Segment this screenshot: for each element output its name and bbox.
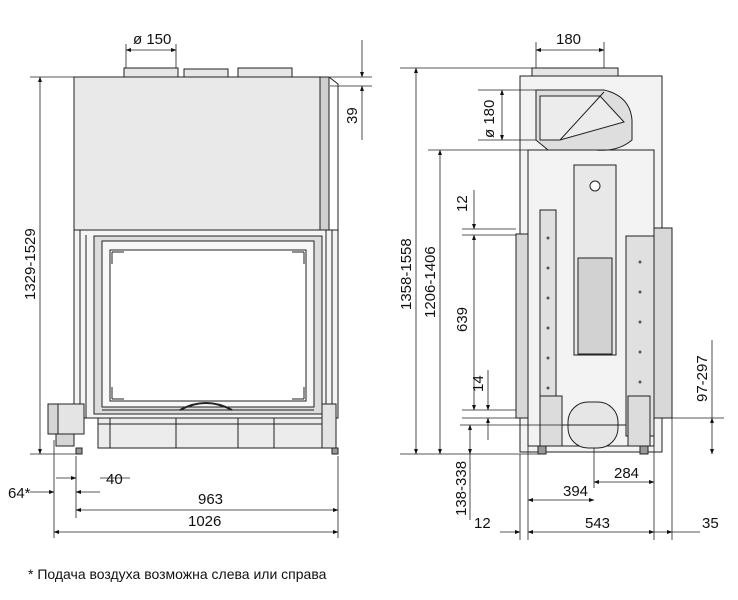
front-flue-diameter-label: ø 150 — [133, 31, 171, 48]
footnote: * Подача воздуха возможна слева или спра… — [28, 566, 327, 582]
side-base-height-label: 138-338 — [453, 461, 470, 516]
front-hood — [73, 76, 330, 231]
front-flue-collar-mid — [183, 68, 229, 78]
front-air-inlet — [53, 403, 85, 435]
side-total-depth-label: 543 — [585, 515, 610, 532]
side-lower-gap-label: 14 — [470, 375, 487, 392]
front-view — [30, 40, 372, 538]
front-top-offset-label: 39 — [344, 107, 361, 124]
front-total-width-label: 1026 — [188, 513, 221, 530]
side-right-offset-label: 35 — [702, 515, 719, 532]
side-door-height-label: 639 — [454, 307, 471, 332]
side-door-plate — [515, 233, 529, 419]
front-inner-width-label: 963 — [198, 491, 223, 508]
front-base — [97, 417, 323, 449]
front-flue-collar-left — [123, 67, 179, 78]
front-flue-collar-right — [237, 67, 293, 78]
side-view — [400, 42, 724, 540]
side-upper-gap-label: 12 — [454, 195, 471, 212]
side-left-offset-label: 12 — [474, 515, 491, 532]
side-mid-height-label: 1206-1406 — [422, 246, 439, 318]
front-air-inlet-offset-label: 64* — [8, 485, 31, 502]
side-depth-inner-label: 394 — [563, 483, 588, 500]
side-flue-diameter-label: ø 180 — [481, 100, 498, 138]
side-total-height-label: 1358-1558 — [398, 238, 415, 310]
front-door-handle — [179, 402, 233, 411]
side-height-range-label: 97-297 — [694, 355, 711, 402]
side-depth-duct-label: 284 — [614, 465, 639, 482]
side-flue-width-label: 180 — [556, 31, 581, 48]
front-inlet-width-label: 40 — [106, 471, 123, 488]
side-top-plate — [531, 67, 619, 77]
front-height-label: 1329-1529 — [22, 228, 39, 300]
